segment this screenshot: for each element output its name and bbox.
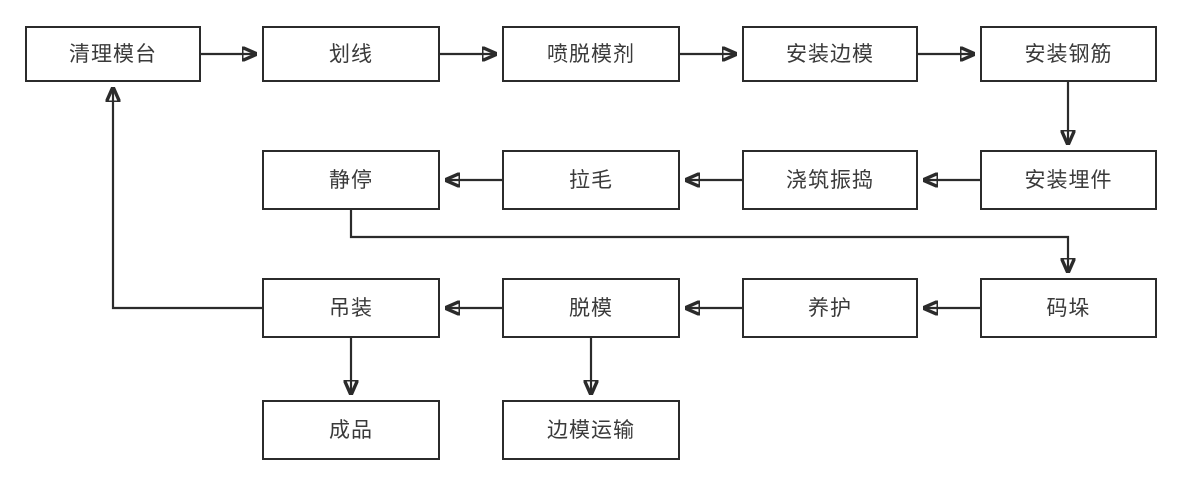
node-bianmoyunshu[interactable]: 边模运输 — [502, 400, 680, 460]
edge-diaozhuang-to-qinglimotai-feedback — [113, 88, 262, 310]
node-anzhuanggangjin[interactable]: 安装钢筋 — [980, 26, 1157, 82]
node-label: 脱模 — [569, 295, 613, 320]
node-label: 安装钢筋 — [1024, 41, 1113, 66]
node-tuomo[interactable]: 脱模 — [502, 278, 680, 338]
node-label: 划线 — [329, 41, 373, 66]
node-label: 吊装 — [329, 295, 373, 320]
node-jiaozhuzhendao[interactable]: 浇筑振捣 — [742, 150, 918, 210]
node-lamao[interactable]: 拉毛 — [502, 150, 680, 210]
node-chengpin[interactable]: 成品 — [262, 400, 440, 460]
node-jingting[interactable]: 静停 — [262, 150, 440, 210]
node-label: 码垛 — [1046, 295, 1091, 320]
node-label: 喷脱模剂 — [547, 41, 635, 66]
node-label: 养护 — [808, 295, 852, 320]
node-huaxian[interactable]: 划线 — [262, 26, 440, 82]
node-label: 安装埋件 — [1024, 167, 1113, 192]
edge-jingting-to-maduo — [349, 210, 1068, 272]
node-diaozhuang[interactable]: 吊装 — [262, 278, 440, 338]
node-label: 清理模台 — [69, 41, 157, 66]
node-anzhuangmaijian[interactable]: 安装埋件 — [980, 150, 1157, 210]
node-qinglimotai[interactable]: 清理模台 — [25, 26, 201, 82]
node-pentuomoji[interactable]: 喷脱模剂 — [502, 26, 680, 82]
node-yanghu[interactable]: 养护 — [742, 278, 918, 338]
node-maduo[interactable]: 码垛 — [980, 278, 1157, 338]
node-label: 安装边模 — [786, 41, 874, 66]
node-label: 静停 — [329, 167, 373, 192]
node-label: 浇筑振捣 — [786, 167, 874, 192]
node-label: 拉毛 — [569, 167, 613, 192]
node-anzhuangbianmo[interactable]: 安装边模 — [742, 26, 918, 82]
node-label: 成品 — [329, 417, 373, 442]
node-label: 边模运输 — [547, 417, 635, 442]
